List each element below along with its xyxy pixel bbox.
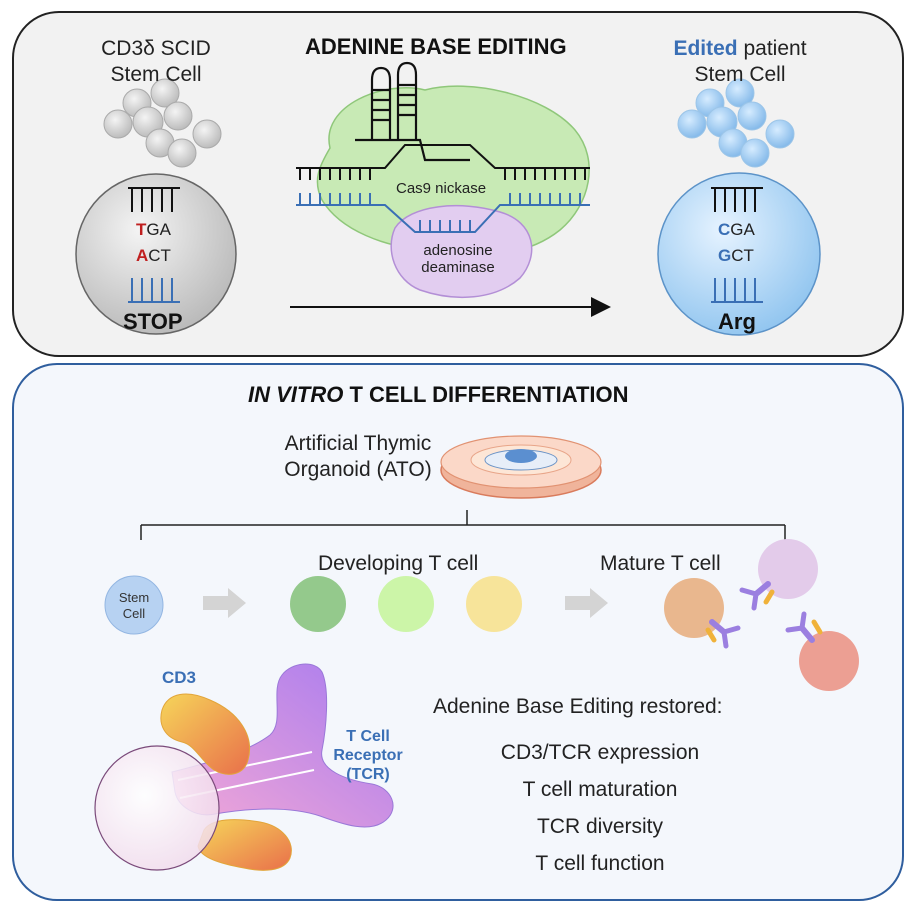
developing-cell-3: [466, 576, 522, 632]
result-item: T cell maturation: [522, 778, 678, 801]
deaminase-blob: [390, 204, 533, 298]
label-line: Artificial Thymic: [284, 432, 432, 455]
results-heading: Adenine Base Editing restored:: [433, 695, 723, 718]
result-item: TCR diversity: [536, 815, 663, 838]
panel-title-tcell: IN VITRO T CELL DIFFERENTIATION: [248, 382, 629, 408]
codon-top-left: TGA: [136, 220, 171, 240]
blue-cell-cluster: [677, 78, 795, 168]
label-line: Receptor: [333, 747, 403, 764]
deaminase-label: adenosine deaminase: [413, 242, 503, 276]
label-line: Organoid (ATO): [284, 458, 432, 481]
branch-bracket: [140, 510, 786, 540]
results-list: CD3/TCR expression T cell maturation TCR…: [440, 734, 760, 882]
title-line: Stem Cell: [110, 63, 202, 86]
cas9-blob: [316, 85, 590, 256]
t-cell-membrane: [94, 745, 220, 871]
mini-receptors: [705, 581, 823, 649]
patient-stem-cell: [75, 173, 237, 335]
dna-top-strand-right: [711, 187, 763, 212]
result-item: T cell function: [535, 852, 665, 875]
progress-arrow-2: [565, 588, 608, 618]
title-italic: IN VITRO: [248, 382, 344, 407]
label-line: Cell: [122, 606, 146, 621]
cd3-bottom: [197, 819, 292, 871]
mutant-base: A: [136, 246, 149, 265]
cas9-label: Cas9 nickase: [396, 180, 487, 197]
developing-cell-1: [290, 576, 346, 632]
panel-title-abe: ADENINE BASE EDITING: [305, 34, 567, 59]
codon-top-right: CGA: [718, 220, 755, 240]
guide-rna: [355, 61, 470, 162]
codon-rest: CT: [731, 246, 754, 265]
mutant-base: T: [136, 220, 147, 239]
tcr-complex: [171, 663, 394, 828]
codon-rest: GA: [730, 220, 755, 239]
mature-label: Mature T cell: [600, 552, 721, 575]
edited-highlight: Edited: [673, 37, 738, 60]
edited-base: G: [718, 246, 732, 265]
ato-label: Artificial Thymic Organoid (ATO): [268, 431, 448, 483]
mature-cell-purple: [758, 539, 818, 599]
arg-label: Arg: [718, 309, 756, 334]
stem-cell-small: [104, 575, 164, 635]
result-item: CD3/TCR expression: [500, 741, 700, 764]
codon-rest: GA: [146, 220, 171, 239]
patient-word: patient: [737, 37, 807, 60]
dna-target-top-strand: [296, 144, 590, 180]
codon-rest: CT: [148, 246, 171, 265]
gray-cell-cluster: [103, 78, 222, 168]
edited-base: C: [718, 220, 731, 239]
stem-cell-label: Stem Cell: [106, 590, 162, 622]
dna-bottom-strand-right: [711, 278, 763, 303]
edited-stem-cell: [657, 172, 821, 336]
stop-label: STOP: [123, 309, 183, 334]
dna-bottom-strand-left: [128, 278, 180, 303]
mature-cell-orange: [664, 578, 724, 638]
codon-bottom-right: GCT: [718, 246, 754, 266]
mature-cell-red: [799, 631, 859, 691]
label-line: (TCR): [346, 766, 390, 783]
ato-dish: [440, 435, 602, 499]
tcr-label: T Cell Receptor (TCR): [330, 727, 406, 784]
label-line: T Cell: [346, 728, 390, 745]
developing-label: Developing T cell: [318, 552, 479, 575]
label-line: deaminase: [421, 259, 495, 276]
dna-top-strand-left: [128, 187, 180, 212]
cd3-top: [160, 693, 250, 775]
developing-cell-2: [378, 576, 434, 632]
label-line: Stem: [118, 590, 150, 605]
patient-stem-cell-title: CD3δ SCID Stem Cell: [86, 36, 226, 88]
title-rest: T CELL DIFFERENTIATION: [343, 382, 629, 407]
dna-target-bottom-strand: [296, 193, 590, 233]
cd3-label: CD3: [162, 668, 197, 687]
title-line: Stem Cell: [694, 63, 786, 86]
label-line: adenosine: [423, 242, 493, 259]
edited-stem-cell-title: Edited patient Stem Cell: [645, 36, 835, 88]
title-line: CD3δ SCID: [101, 37, 211, 60]
codon-bottom-left: ACT: [136, 246, 171, 266]
progress-arrow-1: [203, 588, 246, 618]
